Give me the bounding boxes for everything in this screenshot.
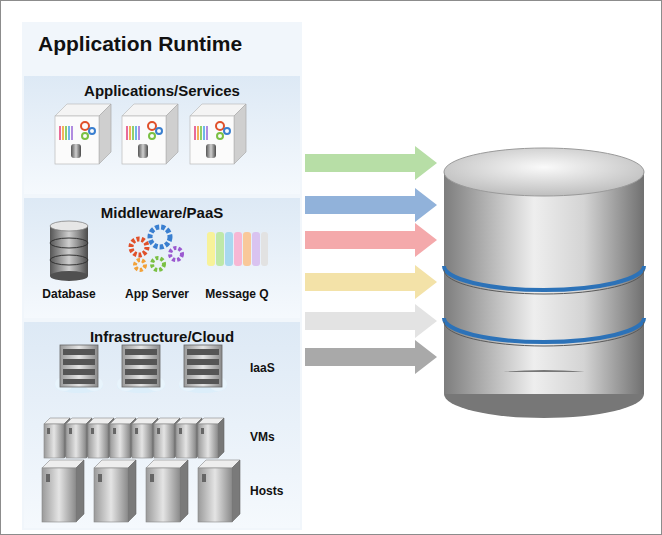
tier-label: Hosts — [250, 484, 283, 498]
flow-arrows — [305, 146, 437, 374]
tier-label: IaaS — [250, 361, 275, 375]
storage-cylinder — [444, 148, 644, 418]
gears-icon — [131, 227, 182, 270]
database-icon — [50, 221, 88, 281]
band-heading: Infrastructure/Cloud — [24, 322, 300, 345]
band-heading: Middleware/PaaS — [24, 198, 300, 221]
component-label: App Server — [125, 287, 189, 301]
panel-title: Application Runtime — [22, 22, 302, 56]
component-label: Message Q — [205, 287, 268, 301]
band-heading: Applications/Services — [24, 76, 300, 99]
component-label: Database — [42, 287, 95, 301]
tier-label: VMs — [250, 430, 275, 444]
message-queue-icon — [207, 232, 268, 266]
